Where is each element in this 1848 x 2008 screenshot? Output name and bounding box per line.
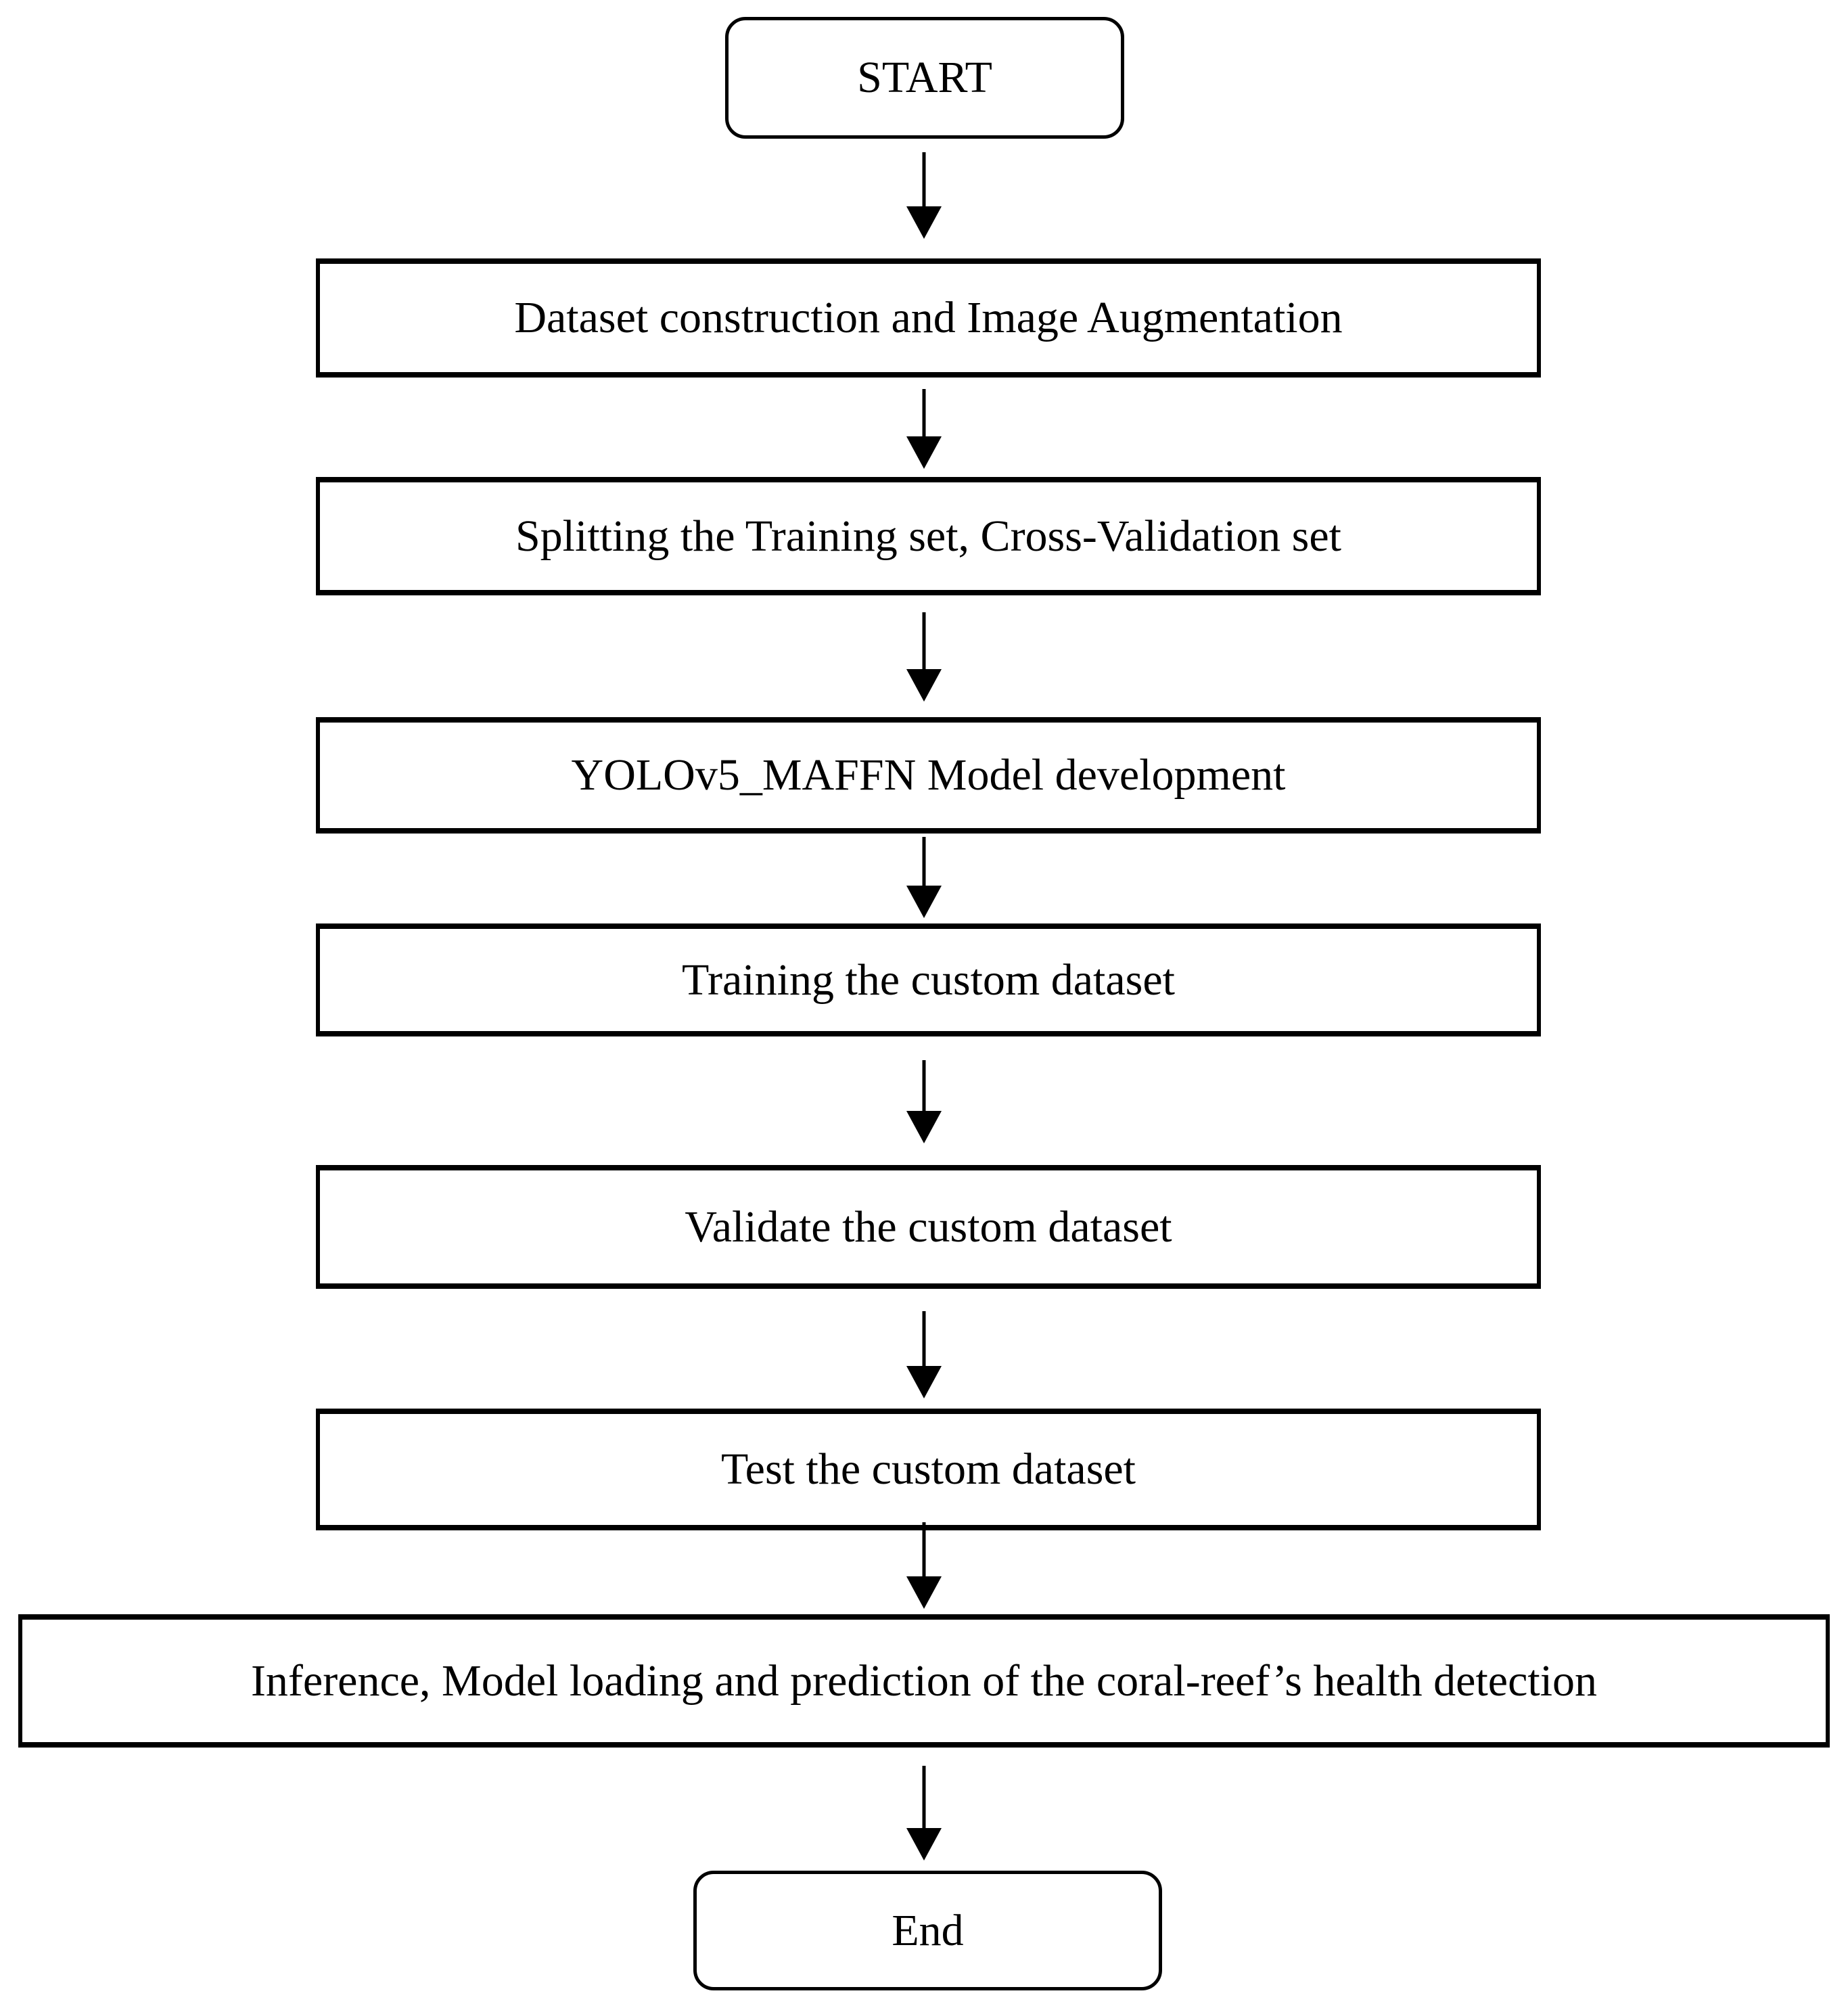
arrow-head-icon [906, 1366, 942, 1398]
arrow-head-icon [906, 1111, 942, 1143]
node-model-development-label: YOLOv5_MAFFN Model development [571, 750, 1286, 800]
arrow-line [922, 1522, 926, 1576]
node-inference: Inference, Model loading and prediction … [18, 1614, 1830, 1748]
arrow-down-icon [906, 1060, 942, 1143]
arrow-line [922, 1311, 926, 1366]
arrow-line [922, 837, 926, 886]
arrow-down-icon [906, 1311, 942, 1398]
node-start-label: START [857, 53, 992, 103]
arrow-line [922, 389, 926, 436]
node-dataset-construction: Dataset construction and Image Augmentat… [316, 258, 1541, 378]
arrow-head-icon [906, 1828, 942, 1861]
arrow-head-icon [906, 669, 942, 702]
arrow-line [922, 1766, 926, 1828]
arrow-down-icon [906, 1766, 942, 1861]
node-end: End [693, 1871, 1162, 1990]
node-training-label: Training the custom dataset [682, 955, 1175, 1005]
node-testing-label: Test the custom dataset [720, 1444, 1136, 1494]
arrow-head-icon [906, 436, 942, 469]
node-end-label: End [892, 1905, 964, 1955]
arrow-line [922, 152, 926, 206]
arrow-head-icon [906, 206, 942, 239]
node-validation: Validate the custom dataset [316, 1165, 1541, 1289]
arrow-head-icon [906, 886, 942, 918]
node-dataset-construction-label: Dataset construction and Image Augmentat… [514, 293, 1343, 343]
arrow-down-icon [906, 389, 942, 469]
node-splitting-sets: Splitting the Training set, Cross-Valida… [316, 477, 1541, 595]
node-testing: Test the custom dataset [316, 1409, 1541, 1530]
arrow-line [922, 1060, 926, 1111]
node-inference-label: Inference, Model loading and prediction … [250, 1656, 1598, 1706]
arrow-down-icon [906, 1522, 942, 1609]
arrow-down-icon [906, 837, 942, 918]
node-splitting-sets-label: Splitting the Training set, Cross-Valida… [515, 511, 1342, 561]
node-training: Training the custom dataset [316, 923, 1541, 1036]
node-start: START [725, 17, 1124, 139]
arrow-down-icon [906, 612, 942, 702]
arrow-line [922, 612, 926, 669]
arrow-head-icon [906, 1576, 942, 1609]
arrow-down-icon [906, 152, 942, 239]
node-validation-label: Validate the custom dataset [685, 1202, 1172, 1252]
node-model-development: YOLOv5_MAFFN Model development [316, 717, 1541, 834]
